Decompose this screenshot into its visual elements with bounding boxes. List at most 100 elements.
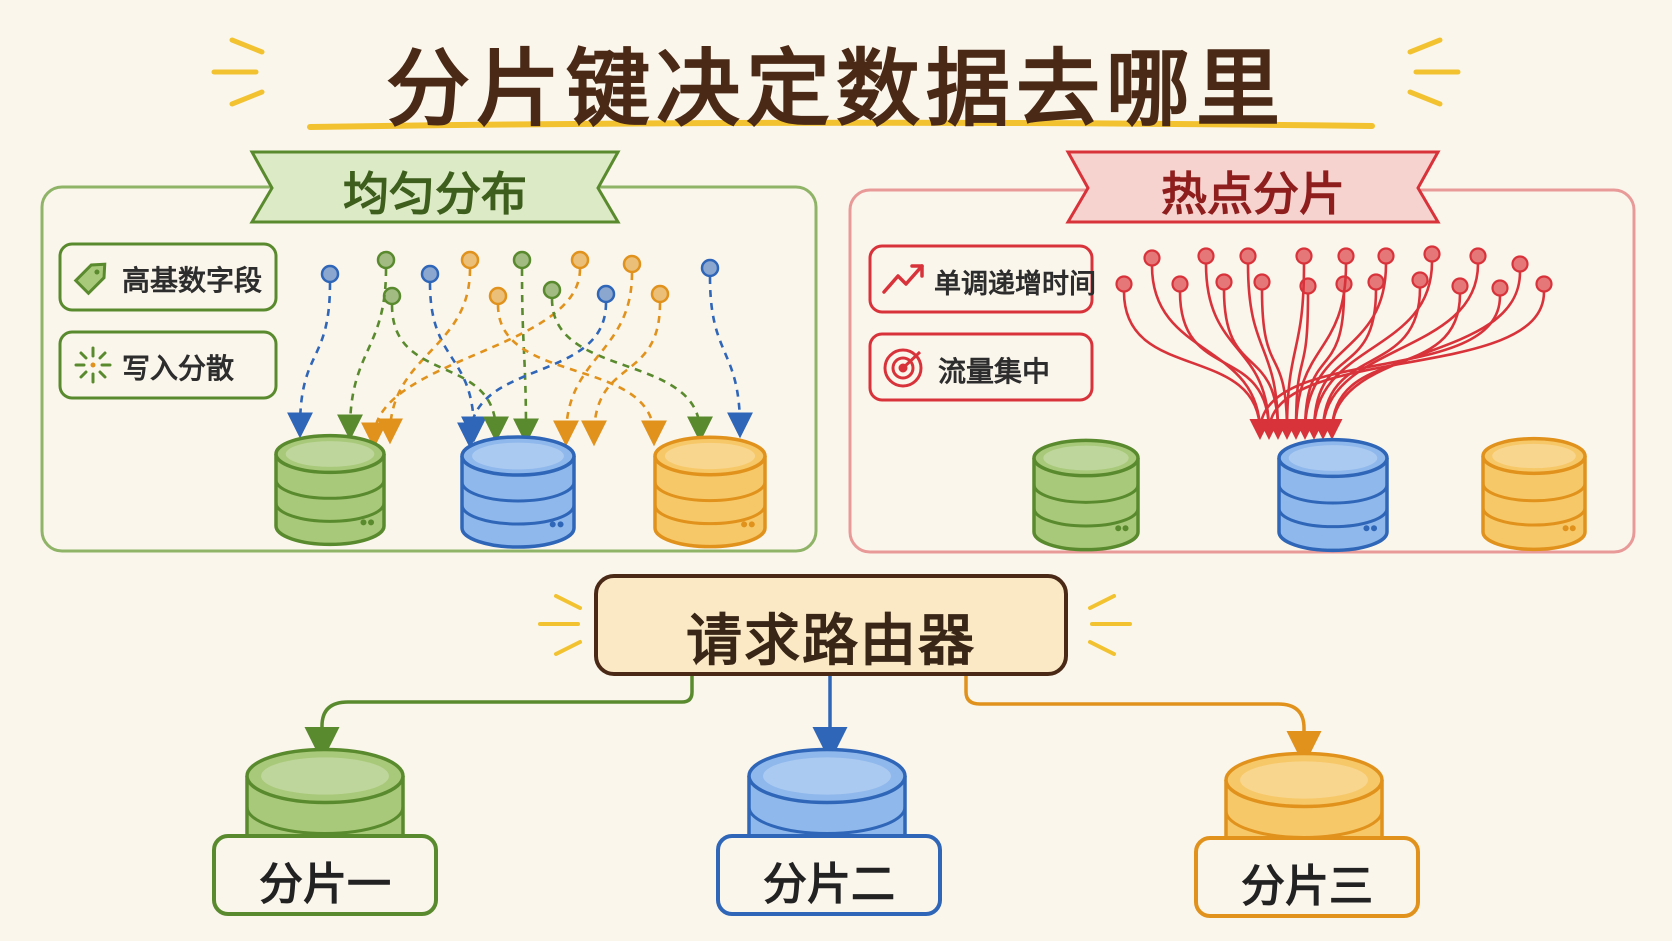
left-data-dot (460, 250, 480, 270)
right-data-dot (1197, 247, 1215, 265)
title-accent-right (1407, 37, 1461, 107)
left-flow-arrow (390, 304, 509, 443)
hot-flow-arrow (1321, 271, 1522, 440)
right-data-dot (1215, 273, 1233, 291)
left-flow-arrow (708, 276, 753, 439)
right-data-dot (1335, 275, 1353, 293)
left-data-dot (488, 286, 508, 306)
left-flow-arrow (581, 302, 662, 447)
right-data-dot (1411, 271, 1429, 289)
right-data-dot (1239, 247, 1257, 265)
hot-flow-arrow (1294, 291, 1346, 440)
hot-flow-arrow (1249, 295, 1502, 440)
hot-flow-arrow (1312, 263, 1480, 440)
right-data-dot (1367, 273, 1385, 291)
left-data-dot (700, 258, 720, 278)
left-flow-arrow (496, 304, 667, 447)
hot-flow-arrow (1303, 289, 1378, 440)
right-tag-1-label: 单调递增时间 (934, 269, 1096, 300)
title-underline (307, 119, 1375, 130)
right-data-dot (1299, 277, 1317, 295)
router-arrow-shard-3 (964, 676, 1322, 766)
right-shard-blue-hot (1277, 437, 1389, 553)
right-data-dot (1423, 245, 1441, 263)
hot-flow-arrow (1285, 293, 1310, 440)
left-tag-1-box (58, 242, 278, 312)
shard-1-label-box (212, 834, 438, 916)
left-data-dot (512, 250, 532, 270)
left-flow-arrow (361, 268, 582, 449)
left-data-dot (596, 284, 616, 304)
right-data-dot (1491, 279, 1509, 297)
shard-3-label-box (1194, 836, 1420, 918)
shard-3-label: 分片三 (1241, 861, 1373, 912)
right-shard-green (1032, 438, 1140, 552)
left-flow-arrow (553, 272, 634, 447)
left-shard-orange (653, 435, 767, 549)
left-banner-ribbon (249, 150, 621, 224)
trend-up-icon (882, 264, 924, 294)
left-flow-arrow (377, 268, 472, 445)
right-tag-1-box (868, 244, 1094, 314)
left-data-dot (542, 280, 562, 300)
right-data-dot (1535, 275, 1553, 293)
hot-flow-arrow (1222, 289, 1289, 440)
hot-flow-arrow (1260, 289, 1298, 440)
shard-2-label: 分片二 (763, 859, 895, 910)
right-data-dot (1469, 247, 1487, 265)
left-banner-label: 均匀分布 (343, 167, 527, 221)
right-banner-ribbon (1065, 150, 1441, 224)
page-title: 分片键决定数据去哪里 (385, 40, 1286, 138)
router-sparks-left (538, 594, 582, 656)
left-data-dot (420, 264, 440, 284)
right-data-dot (1337, 247, 1355, 265)
right-data-dot (1295, 247, 1313, 265)
right-data-dot (1115, 275, 1133, 293)
left-flow-arrow (428, 282, 487, 443)
right-banner-label: 热点分片 (1161, 167, 1345, 221)
left-data-dot (382, 286, 402, 306)
left-shard-blue (460, 435, 576, 549)
left-flow-arrow (287, 282, 332, 439)
left-shard-green (274, 433, 386, 547)
left-data-dot (650, 284, 670, 304)
hot-flow-arrow (1276, 263, 1306, 440)
left-flow-arrow (337, 268, 388, 441)
right-data-dot (1377, 247, 1395, 265)
router-sparks-right (1088, 594, 1132, 656)
left-data-dot (622, 254, 642, 274)
right-tag-2-label: 流量集中 (938, 355, 1051, 388)
hot-flow-arrow (1150, 265, 1271, 440)
left-flow-arrow (550, 298, 713, 443)
left-tag-1-label: 高基数字段 (122, 264, 263, 297)
shard-2-label-box (716, 834, 942, 916)
right-shard-orange (1481, 436, 1587, 552)
hot-flow-arrow (1312, 287, 1422, 440)
left-flow-arrow (512, 268, 539, 445)
hot-flow-arrow (1178, 291, 1280, 440)
right-tag-2-box (868, 332, 1094, 402)
right-data-dot (1511, 255, 1529, 273)
right-data-dot (1171, 275, 1189, 293)
right-data-dot (1451, 277, 1469, 295)
router-label: 请求路由器 (686, 609, 976, 674)
left-flow-arrow (457, 302, 608, 449)
router-box (594, 574, 1068, 676)
router-arrow-shard-1 (304, 676, 694, 762)
title-accent-left (211, 37, 265, 107)
hot-flow-arrow (1294, 263, 1388, 440)
shard-1-label: 分片一 (259, 859, 391, 910)
hot-flow-arrow (1258, 291, 1546, 440)
right-data-dot (1253, 273, 1271, 291)
left-data-dot (320, 264, 340, 284)
hot-flow-arrow (1122, 291, 1271, 440)
tag-icon (73, 262, 107, 296)
left-tag-2-label: 写入分散 (122, 352, 235, 385)
left-tag-2-box (58, 330, 278, 400)
left-data-dot (376, 250, 396, 270)
left-data-dot (570, 250, 590, 270)
sparkle-icon (74, 346, 112, 384)
hot-flow-arrow (1303, 261, 1434, 440)
